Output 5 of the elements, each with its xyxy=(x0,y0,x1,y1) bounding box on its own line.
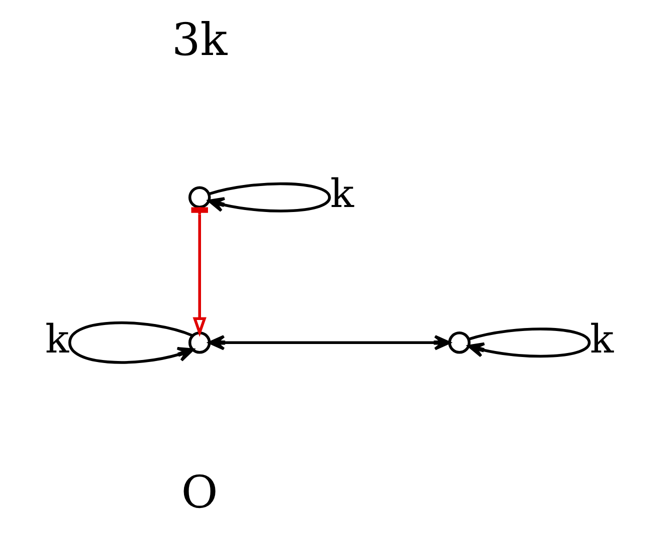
edge-label: k xyxy=(45,317,70,362)
edge-label: k xyxy=(590,317,614,362)
label: 3k xyxy=(172,14,228,66)
label: O xyxy=(181,466,218,519)
edge-label: k xyxy=(330,172,354,218)
